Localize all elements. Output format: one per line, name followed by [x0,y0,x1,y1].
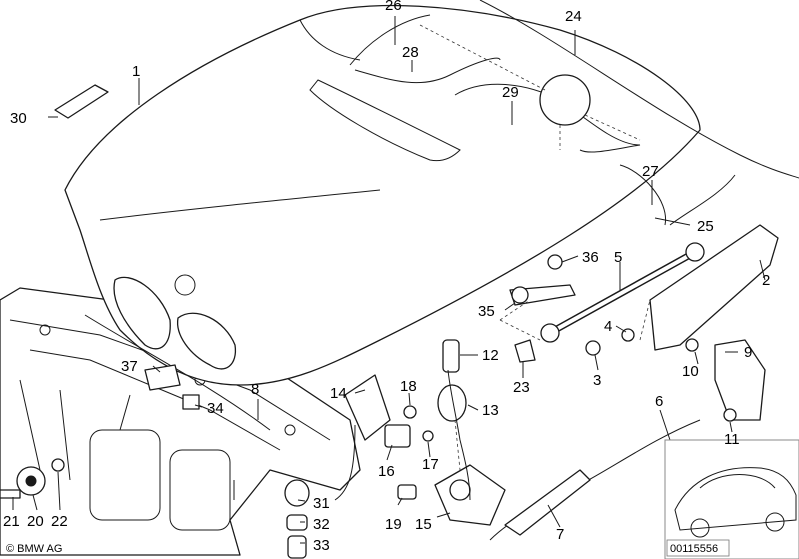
latch-drawings [334,339,506,526]
callout-23: 23 [513,379,530,396]
callout-36: 36 [582,249,599,266]
callout-8: 8 [251,381,259,398]
callout-21: 21 [3,513,20,530]
bracket-drawing [714,339,766,421]
gas-strut-drawing [540,242,705,343]
callout-19: 19 [385,516,402,533]
callout-10: 10 [682,363,699,380]
callout-9: 9 [744,344,752,361]
callout-27: 27 [642,163,659,180]
cable-drawings [84,314,701,541]
small-parts-drawings [0,84,737,559]
callout-26: 26 [385,0,402,14]
callout-34: 34 [207,400,224,417]
callout-16: 16 [378,463,395,480]
callout-4: 4 [604,318,612,335]
car-thumbnail [664,439,799,559]
callout-1: 1 [132,63,140,80]
callout-13: 13 [482,402,499,419]
callout-29: 29 [502,84,519,101]
callout-37: 37 [121,358,138,375]
copyright-label: © BMW AG [6,543,62,555]
callout-35: 35 [478,303,495,320]
diagram-id-label: 00115556 [670,543,718,555]
callout-31: 31 [313,495,330,512]
callout-14: 14 [330,385,347,402]
callout-28: 28 [402,44,419,61]
callout-11: 11 [724,431,740,448]
callout-33: 33 [313,537,330,554]
callout-15: 15 [415,516,432,533]
callout-6: 6 [655,393,663,410]
leader-lines [12,16,766,544]
callout-20: 20 [27,513,44,530]
callout-32: 32 [313,516,330,533]
assembly-lines [419,24,651,471]
callout-12: 12 [482,347,499,364]
callout-17: 17 [422,456,439,473]
seal-drawings [349,0,799,226]
callout-24: 24 [565,8,582,25]
callout-5: 5 [614,249,622,266]
callout-numbers: 1 2 3 4 5 6 7 8 9 10 11 12 13 14 15 16 1… [3,0,770,554]
callout-3: 3 [593,372,601,389]
callout-22: 22 [51,513,68,530]
callout-2: 2 [762,272,770,289]
callout-7: 7 [556,526,564,543]
callout-25: 25 [697,218,714,235]
callout-30: 30 [10,110,27,127]
callout-18: 18 [400,378,417,395]
hinge-drawing [649,224,779,351]
